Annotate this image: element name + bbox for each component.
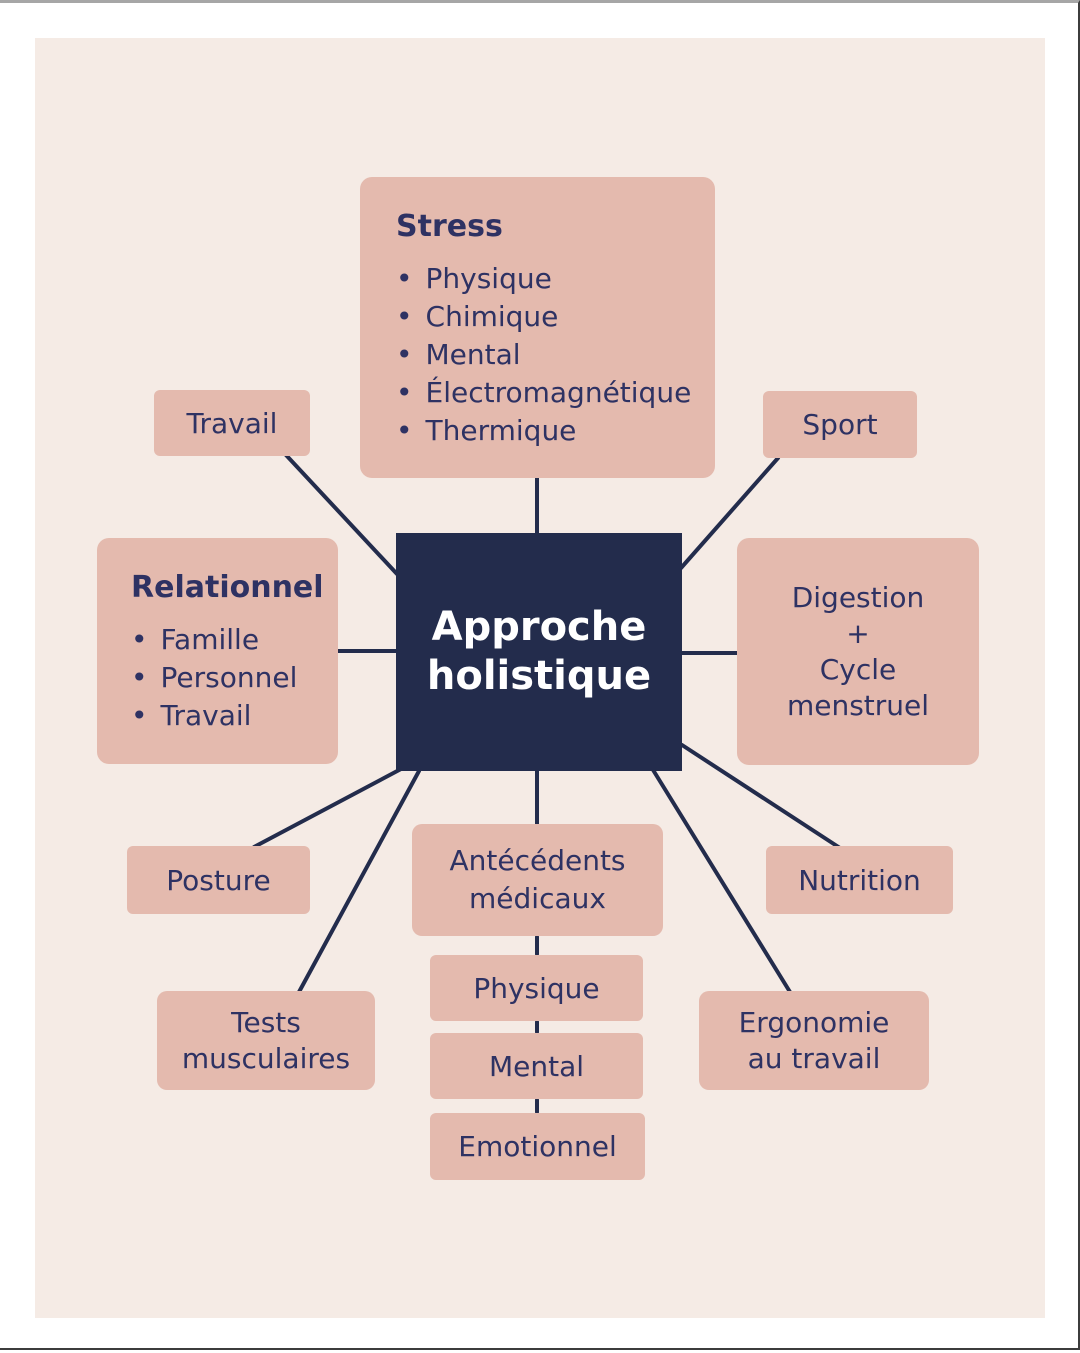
list-item-label: Personnel — [160, 661, 298, 694]
list-item-label: Travail — [160, 699, 252, 732]
node-ergonomie-line: Ergonomie — [738, 1005, 890, 1039]
node-antecedents-line: Antécédents — [449, 844, 626, 877]
node-stress: Stress Physique Chimique Mental Électrom… — [360, 177, 715, 478]
node-stress-title: Stress — [396, 209, 503, 244]
node-antecedents-medicaux: Antécédents médicaux — [412, 824, 663, 936]
node-mental-label: Mental — [488, 1049, 585, 1083]
node-digestion-cycle: Digestion + Cycle menstruel — [737, 538, 979, 765]
list-item-label: Thermique — [425, 414, 577, 447]
list-item: Chimique — [396, 298, 715, 336]
node-digestion-line: + — [846, 616, 870, 650]
node-tests-line: musculaires — [181, 1041, 351, 1075]
node-approche-holistique: Approche holistique — [396, 533, 682, 771]
list-item-label: Chimique — [425, 300, 559, 333]
node-posture-label: Posture — [166, 863, 271, 897]
list-item: Famille — [131, 621, 338, 659]
node-travail: Travail — [154, 390, 310, 456]
node-physique-label: Physique — [473, 971, 600, 1005]
node-nutrition: Nutrition — [766, 846, 953, 914]
center-title-line: Approche — [431, 604, 647, 650]
node-emotionnel: Emotionnel — [430, 1113, 645, 1180]
list-item: Personnel — [131, 659, 338, 697]
node-nutrition-label: Nutrition — [798, 863, 921, 897]
node-relationnel: Relationnel Famille Personnel Travail — [97, 538, 338, 764]
list-item: Physique — [396, 260, 715, 298]
node-digestion-line: menstruel — [786, 688, 930, 722]
node-posture: Posture — [127, 846, 310, 914]
list-item: Thermique — [396, 412, 715, 450]
list-item-label: Électromagnétique — [425, 376, 692, 409]
node-travail-label: Travail — [186, 406, 278, 440]
node-relationnel-list: Famille Personnel Travail — [131, 621, 338, 735]
node-stress-list: Physique Chimique Mental Électromagnétiq… — [396, 260, 715, 450]
list-item: Électromagnétique — [396, 374, 715, 412]
node-physique: Physique — [430, 955, 643, 1021]
node-ergonomie-line: au travail — [747, 1041, 881, 1075]
node-digestion-line: Cycle — [819, 652, 897, 686]
center-title-line: holistique — [426, 653, 652, 699]
list-item-label: Physique — [425, 262, 552, 295]
node-ergonomie-travail: Ergonomie au travail — [699, 991, 929, 1090]
node-antecedents-line: médicaux — [469, 882, 606, 915]
node-emotionnel-label: Emotionnel — [458, 1130, 617, 1163]
list-item: Travail — [131, 697, 338, 735]
node-tests-musculaires: Tests musculaires — [157, 991, 375, 1090]
node-sport: Sport — [763, 391, 917, 458]
node-tests-line: Tests — [231, 1005, 301, 1039]
list-item: Mental — [396, 336, 715, 374]
list-item-label: Famille — [160, 623, 260, 656]
list-item-label: Mental — [425, 338, 521, 371]
node-relationnel-title: Relationnel — [131, 570, 324, 605]
node-digestion-line: Digestion — [791, 580, 925, 614]
node-sport-label: Sport — [802, 408, 878, 441]
node-mental: Mental — [430, 1033, 643, 1099]
